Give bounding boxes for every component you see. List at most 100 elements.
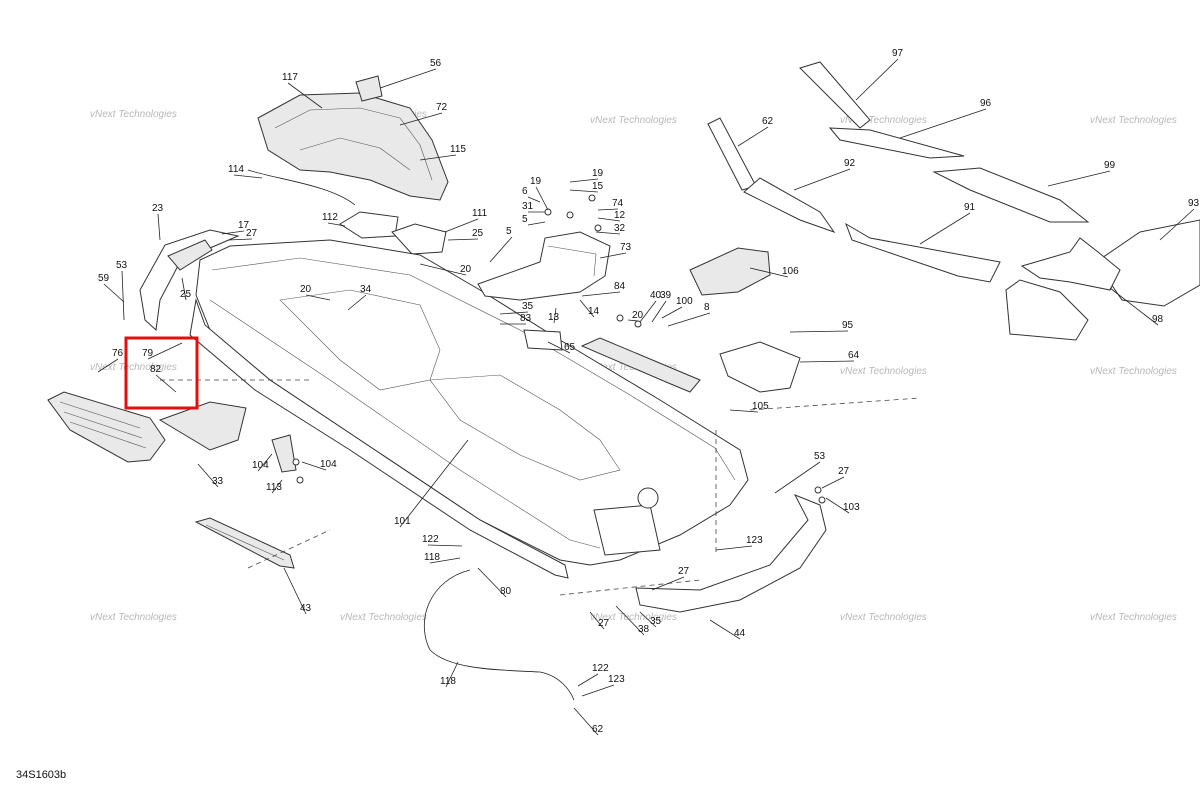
- part-callout-84[interactable]: 84: [614, 281, 626, 292]
- part-callout-27[interactable]: 27: [246, 228, 258, 239]
- leader-line: [447, 238, 479, 241]
- vent-79: [47, 391, 166, 463]
- part-callout-38[interactable]: 38: [638, 624, 650, 635]
- part-callout-95[interactable]: 95: [842, 320, 854, 331]
- part-callout-112[interactable]: 112: [322, 212, 338, 223]
- leader-line: [429, 557, 461, 564]
- part-callout-23[interactable]: 23: [152, 203, 164, 214]
- part-callout-62[interactable]: 62: [592, 724, 604, 735]
- part-callout-27[interactable]: 27: [838, 466, 850, 477]
- part-callout-82[interactable]: 82: [150, 364, 162, 375]
- part-callout-76[interactable]: 76: [112, 348, 124, 359]
- part-callout-44[interactable]: 44: [734, 628, 746, 639]
- part-callout-25[interactable]: 25: [472, 228, 484, 239]
- part-callout-12[interactable]: 12: [614, 210, 626, 221]
- part-callout-123[interactable]: 123: [746, 535, 763, 546]
- part-callout-56[interactable]: 56: [430, 58, 442, 69]
- part-callout-19[interactable]: 19: [530, 176, 542, 187]
- part-callout-74[interactable]: 74: [612, 198, 624, 209]
- part-callout-122[interactable]: 122: [422, 534, 439, 545]
- leader-line: [627, 319, 639, 322]
- part-callout-96[interactable]: 96: [980, 98, 992, 109]
- part-callout-118[interactable]: 118: [440, 676, 456, 687]
- part-callout-99[interactable]: 99: [1104, 160, 1116, 171]
- strip-80: [194, 517, 295, 569]
- part-callout-53[interactable]: 53: [116, 260, 128, 271]
- part-callout-27[interactable]: 27: [678, 566, 690, 577]
- part-callout-118[interactable]: 118: [424, 552, 440, 563]
- part-callout-14[interactable]: 14: [588, 306, 600, 317]
- part-callout-5[interactable]: 5: [506, 226, 512, 237]
- part-callout-13[interactable]: 13: [548, 312, 560, 323]
- part-callout-6[interactable]: 6: [522, 186, 528, 197]
- part-callout-34[interactable]: 34: [360, 284, 372, 295]
- part-callout-117[interactable]: 117: [282, 72, 298, 83]
- part-callout-100[interactable]: 100: [676, 296, 693, 307]
- part-callout-15[interactable]: 15: [592, 181, 604, 192]
- part-callout-53[interactable]: 53: [814, 451, 826, 462]
- part-callout-8[interactable]: 8: [704, 302, 710, 313]
- leader-line: [221, 230, 245, 235]
- part-callout-105[interactable]: 105: [752, 401, 769, 412]
- part-callout-64[interactable]: 64: [848, 350, 860, 361]
- part-callout-35[interactable]: 35: [522, 301, 534, 312]
- part-callout-19[interactable]: 19: [592, 168, 604, 179]
- part-callout-114[interactable]: 114: [228, 164, 244, 175]
- part-callout-20[interactable]: 20: [632, 310, 644, 321]
- watermark-text: vNext Technologies: [90, 612, 177, 623]
- part-callout-122[interactable]: 122: [592, 663, 609, 674]
- part-callout-97[interactable]: 97: [892, 48, 904, 59]
- leader-line: [749, 267, 789, 278]
- handle-32: [477, 231, 611, 301]
- part-callout-72[interactable]: 72: [436, 102, 448, 113]
- leader-line: [577, 673, 599, 687]
- part-callout-25[interactable]: 25: [180, 289, 192, 300]
- leader-line: [661, 306, 683, 319]
- part-callout-62[interactable]: 62: [762, 116, 774, 127]
- part-callout-73[interactable]: 73: [620, 242, 632, 253]
- part-callout-115[interactable]: 115: [450, 144, 466, 155]
- part-callout-20[interactable]: 20: [300, 284, 312, 295]
- part-callout-20[interactable]: 20: [460, 264, 472, 275]
- part-callout-31[interactable]: 31: [522, 201, 534, 212]
- part-callout-40[interactable]: 40: [650, 290, 662, 301]
- leader-line: [121, 270, 125, 321]
- part-callout-33[interactable]: 33: [212, 476, 224, 487]
- leader-line: [667, 312, 711, 327]
- leader-line: [855, 58, 899, 101]
- part-callout-65[interactable]: 65: [564, 342, 576, 353]
- part-callout-93[interactable]: 93: [1188, 198, 1200, 209]
- part-callout-98[interactable]: 98: [1152, 314, 1164, 325]
- part-callout-59[interactable]: 59: [98, 273, 110, 284]
- leader-line: [155, 374, 177, 393]
- leader-line: [821, 476, 845, 489]
- leader-line: [535, 186, 549, 211]
- leader-line: [327, 222, 346, 227]
- part-callout-27[interactable]: 27: [598, 618, 610, 629]
- part-callout-103[interactable]: 103: [843, 502, 860, 513]
- part-callout-17[interactable]: 17: [238, 220, 250, 231]
- part-callout-92[interactable]: 92: [844, 158, 856, 169]
- part-callout-43[interactable]: 43: [300, 603, 312, 614]
- leader-line: [197, 463, 219, 488]
- watermark-text: vNext Technologies: [1090, 366, 1177, 377]
- part-callout-101[interactable]: 101: [394, 516, 411, 527]
- part-callout-123[interactable]: 123: [608, 674, 625, 685]
- part-callout-91[interactable]: 91: [964, 202, 976, 213]
- part-callout-83[interactable]: 83: [520, 313, 532, 324]
- part-callout-39[interactable]: 39: [660, 290, 672, 301]
- part-callout-104[interactable]: 104: [252, 460, 269, 471]
- part-callout-5[interactable]: 5: [522, 214, 528, 225]
- part-callout-35[interactable]: 35: [650, 616, 662, 627]
- leader-line: [581, 684, 615, 697]
- leader-line: [581, 291, 621, 297]
- part-callout-80[interactable]: 80: [500, 586, 512, 597]
- leader-line: [271, 479, 283, 494]
- part-callout-104[interactable]: 104: [320, 459, 337, 470]
- part-callout-79[interactable]: 79: [142, 348, 154, 359]
- part-callout-106[interactable]: 106: [782, 266, 799, 277]
- part-callout-113[interactable]: 113: [266, 482, 282, 493]
- part-callout-111[interactable]: 111: [472, 208, 488, 219]
- part-callout-32[interactable]: 32: [614, 223, 626, 234]
- leader-line: [1109, 287, 1159, 326]
